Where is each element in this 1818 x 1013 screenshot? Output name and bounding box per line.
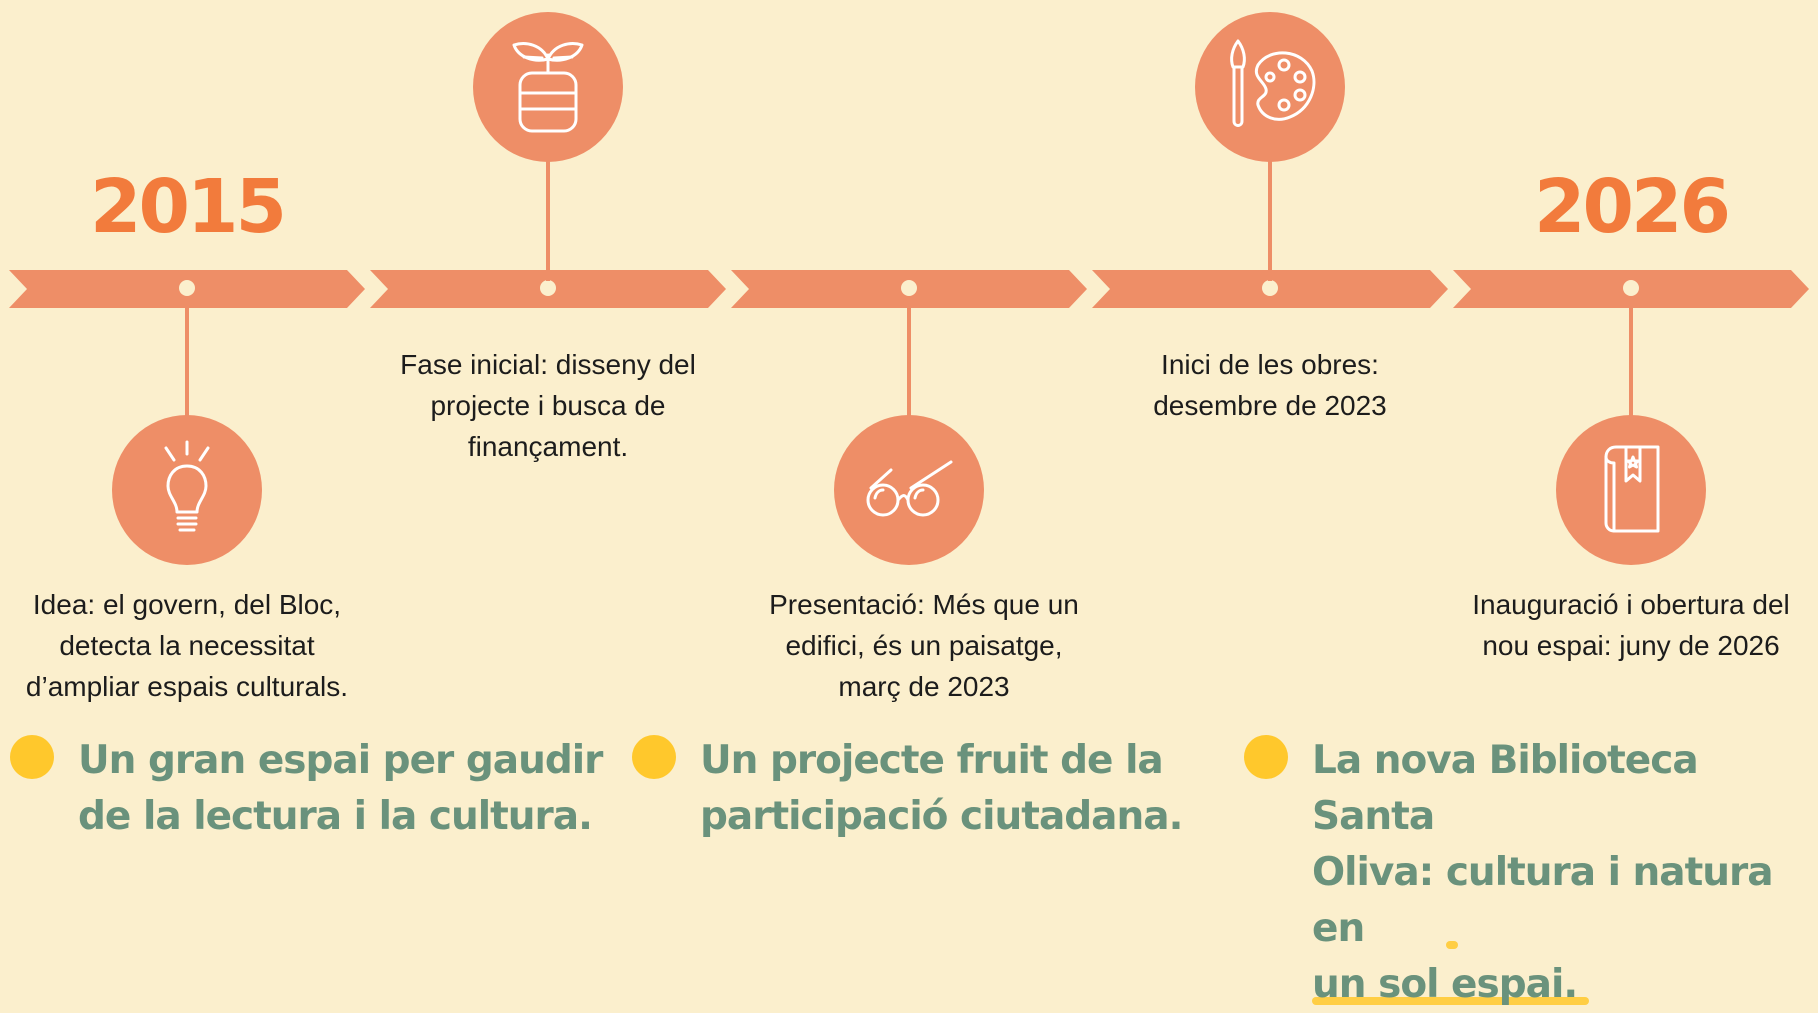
connector-line bbox=[185, 296, 189, 416]
bullet-dot bbox=[1244, 735, 1288, 779]
milestone-icon-circle bbox=[1556, 415, 1706, 565]
glasses-icon bbox=[866, 460, 953, 517]
connector-line bbox=[546, 161, 550, 281]
tagline-text: Un projecte fruit de la participació ciu… bbox=[700, 738, 1183, 839]
start-year: 2015 bbox=[90, 164, 287, 250]
bullet-dot bbox=[632, 735, 676, 779]
tagline-text: Un gran espai per gaudir de la lectura i… bbox=[78, 738, 603, 839]
connector-line bbox=[907, 296, 911, 416]
plant-pot-icon bbox=[512, 42, 584, 133]
milestone-icon-circle bbox=[473, 12, 623, 162]
book-icon bbox=[1604, 445, 1660, 533]
milestone-description: Fase inicial: disseny del projecte i bus… bbox=[400, 349, 696, 462]
milestone-icon-circle bbox=[834, 415, 984, 565]
connector-line bbox=[1268, 161, 1272, 281]
timeline-dot bbox=[179, 280, 195, 296]
connector-line bbox=[1629, 296, 1633, 416]
milestone-icon-circle bbox=[112, 415, 262, 565]
lightbulb-icon bbox=[164, 440, 210, 532]
highlighted-text: un sol espai. bbox=[1312, 962, 1578, 1007]
tagline: Un gran espai per gaudir de la lectura i… bbox=[10, 733, 603, 845]
timeline-dot bbox=[1262, 280, 1278, 296]
timeline-dot bbox=[1623, 280, 1639, 296]
milestone-description: Inici de les obres: desembre de 2023 bbox=[1153, 349, 1387, 421]
milestone-description: Idea: el govern, del Bloc, detecta la ne… bbox=[25, 589, 349, 702]
timeline-dot bbox=[540, 280, 556, 296]
paint-palette-icon bbox=[1230, 39, 1316, 127]
milestone-description: Inauguració i obertura del nou espai: ju… bbox=[1472, 589, 1790, 661]
milestone-description: Presentació: Més que un edifici, és un p… bbox=[769, 589, 1079, 702]
end-year: 2026 bbox=[1534, 164, 1731, 250]
tagline-text: La nova Biblioteca Santa Oliva: cultura … bbox=[1312, 738, 1774, 1007]
timeline-dot bbox=[901, 280, 917, 296]
tagline: Un projecte fruit de la participació ciu… bbox=[632, 733, 1183, 845]
bullet-dot bbox=[10, 735, 54, 779]
milestone-icon-circle bbox=[1195, 12, 1345, 162]
tagline: La nova Biblioteca Santa Oliva: cultura … bbox=[1244, 733, 1818, 1013]
